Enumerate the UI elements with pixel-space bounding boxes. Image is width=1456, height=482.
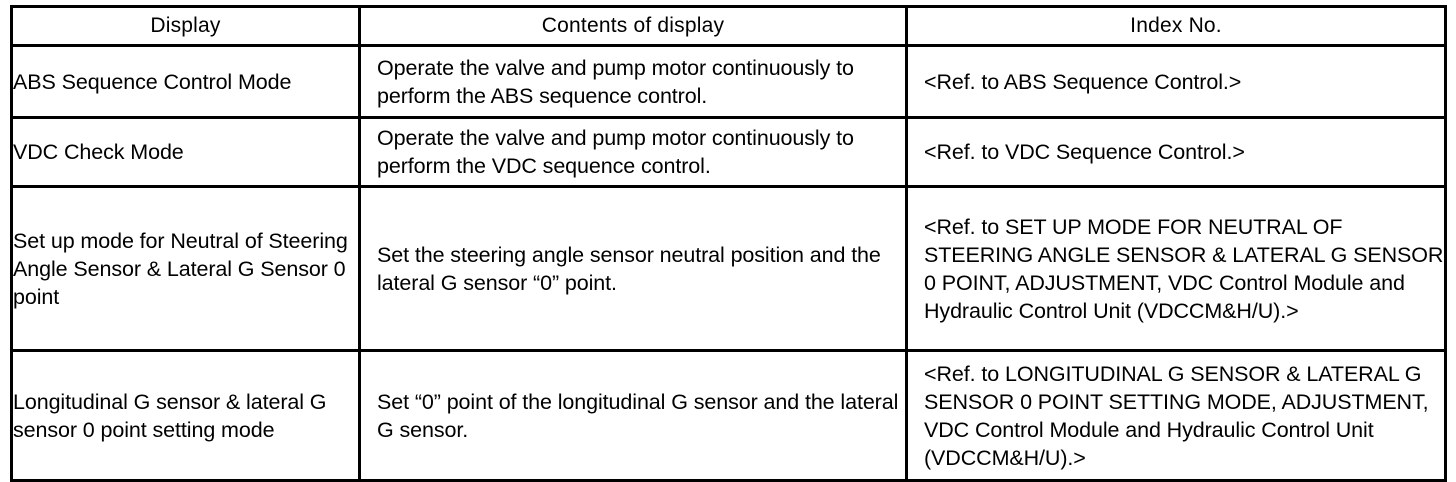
cell-index-4: <Ref. to LONGITUDINAL G SENSOR & LATERAL… <box>905 349 1447 482</box>
table-row: Set up mode for Neutral of Steering Angl… <box>10 185 1447 352</box>
cell-index-1: <Ref. to ABS Sequence Control.> <box>905 44 1447 119</box>
column-header-display: Display <box>10 5 361 47</box>
diagnosis-display-modes-table: Display Contents of display Index No. AB… <box>10 5 1447 482</box>
table-container: Display Contents of display Index No. AB… <box>10 5 1447 482</box>
table-row: ABS Sequence Control Mode Operate the va… <box>10 44 1447 119</box>
cell-display-3: Set up mode for Neutral of Steering Angl… <box>10 185 361 352</box>
column-header-index: Index No. <box>905 5 1447 47</box>
cell-display-1: ABS Sequence Control Mode <box>10 44 361 119</box>
cell-contents-3: Set the steering angle sensor neutral po… <box>358 185 908 352</box>
cell-display-2: VDC Check Mode <box>10 116 361 188</box>
cell-contents-4: Set “0” point of the longitudinal G sens… <box>358 349 908 482</box>
table-row: VDC Check Mode Operate the valve and pum… <box>10 116 1447 188</box>
column-header-contents: Contents of display <box>358 5 908 47</box>
cell-contents-2: Operate the valve and pump motor continu… <box>358 116 908 188</box>
cell-index-3: <Ref. to SET UP MODE FOR NEUTRAL OF STEE… <box>905 185 1447 352</box>
cell-display-4: Longitudinal G sensor & lateral G sensor… <box>10 349 361 482</box>
table-header-row: Display Contents of display Index No. <box>10 5 1447 47</box>
table-row: Longitudinal G sensor & lateral G sensor… <box>10 349 1447 482</box>
cell-index-2: <Ref. to VDC Sequence Control.> <box>905 116 1447 188</box>
cell-contents-1: Operate the valve and pump motor continu… <box>358 44 908 119</box>
